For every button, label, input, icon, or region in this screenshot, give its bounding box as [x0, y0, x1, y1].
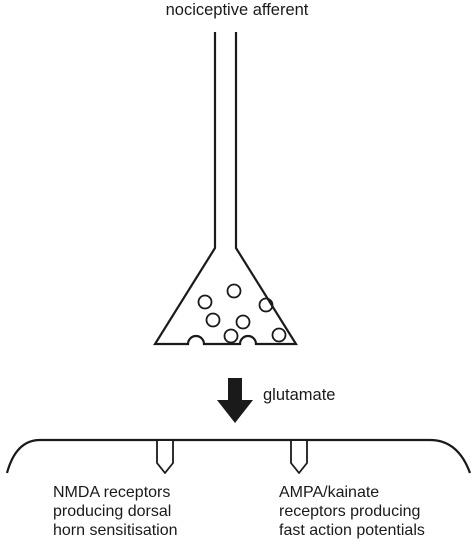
ampa-receptor-caption: AMPA/kainate receptors producing fast ac… — [279, 483, 425, 540]
caption-line: horn sensitisation — [53, 522, 178, 539]
caption-line: NMDA receptors — [53, 484, 171, 501]
presynaptic-terminal-outline — [153, 32, 298, 346]
vesicle — [258, 297, 274, 313]
glutamate-label: glutamate — [263, 386, 336, 404]
postsynaptic-membrane — [5, 438, 472, 474]
ampa-receptor-icon — [290, 441, 308, 474]
nmda-receptor-icon — [156, 441, 174, 474]
vesicle — [271, 327, 287, 343]
down-arrow-icon — [217, 378, 253, 423]
nmda-receptor-caption: NMDA receptors producing dorsal horn sen… — [53, 483, 178, 540]
caption-line: fast action potentials — [279, 522, 425, 539]
afferent-label: nociceptive afferent — [165, 1, 309, 19]
caption-line: producing dorsal — [53, 503, 172, 520]
vesicle — [235, 314, 251, 330]
vesicle — [205, 312, 221, 328]
synaptic-vesicles — [197, 283, 287, 344]
vesicle — [223, 328, 239, 344]
vesicle — [226, 283, 242, 299]
caption-line: AMPA/kainate — [279, 484, 380, 501]
vesicle — [197, 294, 213, 310]
caption-line: receptors producing — [279, 503, 421, 520]
